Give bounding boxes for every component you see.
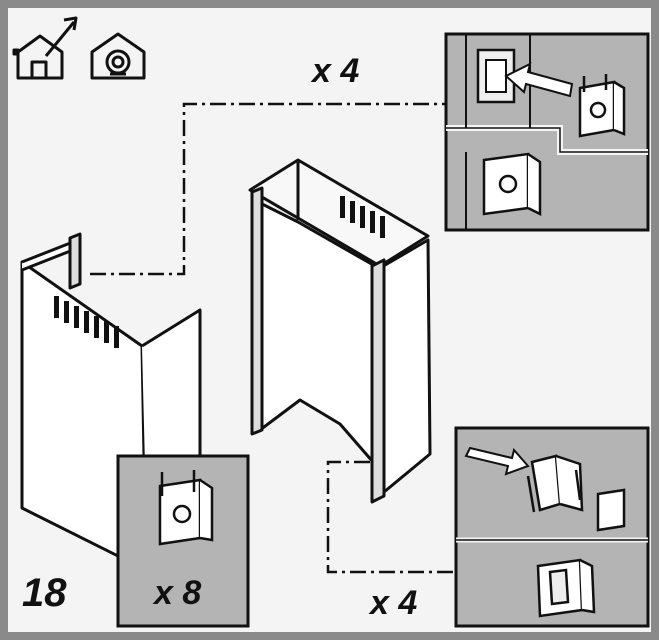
inset-cage-nuts-count (116, 454, 250, 628)
leader-line-top (90, 102, 446, 276)
chimney-part-center (248, 158, 432, 504)
leader-line-bottom (326, 460, 456, 574)
inset-cage-nut-insert (444, 32, 650, 232)
house-outdoor-vent-icon (12, 16, 78, 80)
quantity-label-top: x 4 (310, 52, 359, 90)
quantity-label-bottom-right: x 4 (368, 584, 417, 622)
quantity-label-bottom-left: x 8 (152, 574, 201, 612)
step-number: 18 (22, 571, 67, 615)
house-recirculation-icon (90, 32, 146, 80)
inset-clip-insert (454, 426, 650, 628)
